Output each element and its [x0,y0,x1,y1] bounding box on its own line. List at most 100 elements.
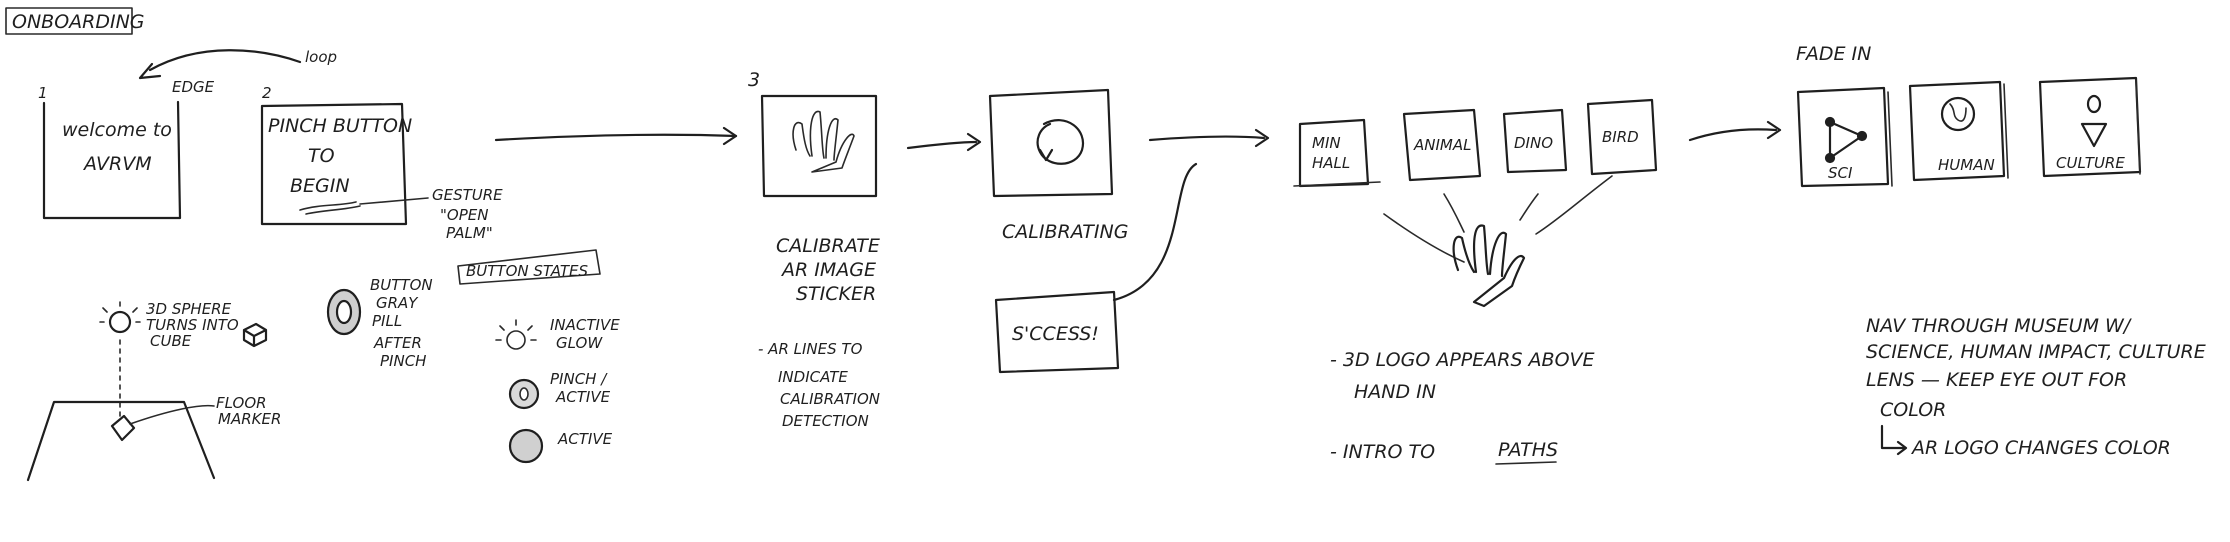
note-line-4: COLOR [1880,399,1946,421]
button-gray-note-1: BUTTON [370,276,433,294]
globe-icon [1940,96,1976,132]
button-gray-note-3: PILL [372,312,402,330]
flow-arrow-4 [1688,128,1778,142]
gesture-leader [359,197,429,205]
gray-pill-inner [335,299,353,325]
loop-arrow-head [138,62,162,80]
inactive-label-1: INACTIVE [550,316,620,334]
globe-land [1949,103,1967,122]
note-line-3: LENS — KEEP EYE OUT FOR [1866,369,2127,391]
flow-arrow-3 [1148,135,1266,142]
ar-lines-1: - AR LINES TO [758,340,863,358]
title-box [5,7,133,35]
path-card-animal [1402,108,1482,182]
spinner-arrow-head [1038,148,1054,162]
pinch-state-label-2: ACTIVE [555,388,611,406]
pinch-line-2: TO [308,145,335,167]
category-human-edge [2003,83,2009,179]
hand-with-logo-icon [1452,224,1526,308]
sphere-note-3: CUBE [150,332,192,350]
pinch-line-3: BEGIN [290,175,350,197]
flow-arrow-1-head [722,126,738,146]
inactive-label-2: GLOW [556,334,603,352]
pinch-state-label-1: PINCH / [550,370,608,388]
floor-leader [129,404,215,425]
inactive-glow-icon [506,330,526,350]
calibrate-screen [760,94,878,198]
welcome-line-1: welcome to [62,119,172,141]
floor-plane [26,400,216,482]
note-line-5: AR LOGO CHANGES COLOR [1910,437,2171,459]
button-gray-note-2: GRAY [376,294,419,312]
button-states-title: BUTTON STATES [466,262,589,280]
open-palm-doodle [299,201,361,215]
category-sci-label: SCI [1828,164,1853,182]
category-culture-label: CULTURE [2056,154,2125,172]
intro-underline [1495,461,1557,465]
loop-label: loop [305,48,337,66]
fan-line-mid [1443,193,1465,233]
cube-icon [242,322,268,348]
hand-icon [792,110,855,173]
floor-marker-icon [110,414,136,442]
category-screen-human [1908,80,2006,182]
path-card-bird [1586,98,1658,176]
loop-arrow [148,49,302,72]
path-bird-label: BIRD [1602,128,1639,146]
flow-arrow-2-head [966,132,982,152]
gesture-note-3: PALM" [446,224,493,242]
sci-node-1 [1824,116,1836,128]
path-card-min-hall-base [1293,181,1381,187]
fan-line-left [1383,213,1465,263]
page-title: ONBOARDING [12,11,145,33]
step-number-2: 2 [262,84,272,102]
success-label: S'CCESS! [1012,323,1099,345]
path-min-line-2: HALL [1312,154,1350,172]
success-screen [994,290,1120,374]
flow-arrow-2 [906,140,978,150]
intro-prefix: - INTRO TO [1330,441,1435,463]
active-state-label: ACTIVE [557,430,613,448]
culture-head-icon [2086,94,2102,114]
calibrate-line-1: CALIBRATE [776,235,880,257]
calibrate-line-2: AR IMAGE [780,259,876,281]
path-card-min-hall [1298,118,1370,188]
path-min-line-1: MIN [1312,134,1341,152]
note-line-2: SCIENCE, HUMAN IMPACT, CULTURE [1866,341,2206,363]
pinch-screen [260,102,408,226]
welcome-line-2: AVRVM [82,153,152,175]
sphere-glow-icon [99,301,141,323]
ar-lines-4: DETECTION [782,412,869,430]
loading-spinner-icon [1036,119,1085,165]
category-culture-edge [2135,79,2141,175]
path-card-dino [1502,108,1568,174]
path-dino-label: DINO [1514,134,1553,152]
pinch-line-1: PINCH BUTTON [268,115,412,137]
category-screen-sci [1796,86,1890,188]
floor-note-2: MARKER [218,410,281,428]
culture-body-icon [2080,122,2108,148]
ar-lines-3: CALIBRATION [780,390,880,408]
sci-node-3 [1824,152,1836,164]
step-number-1: 1 [38,84,48,102]
logo-line-1: - 3D LOGO APPEARS ABOVE [1330,349,1595,371]
category-human-label: HUMAN [1938,156,1995,174]
calibrate-line-3: STICKER [796,283,876,305]
pinch-active-inner [519,387,529,401]
category-sci-edge [1887,91,1893,187]
success-connector [1112,162,1198,302]
sci-triangle-icon [1828,120,1864,160]
note-bent-arrow [1880,424,1908,456]
sphere-note-1: 3D SPHERE [146,300,232,318]
calibrating-screen [988,88,1114,198]
button-states-box [457,249,601,285]
edge-label: EDGE [172,78,215,96]
flow-arrow-3-head [1254,128,1270,148]
inactive-glow-rays [495,319,537,341]
path-animal-label: ANIMAL [1413,136,1471,154]
sphere-icon [108,310,132,334]
gesture-note-1: GESTURE [432,186,503,204]
fade-in-label: FADE IN [1796,43,1871,65]
sphere-note-2: TURNS INTO [146,316,239,334]
